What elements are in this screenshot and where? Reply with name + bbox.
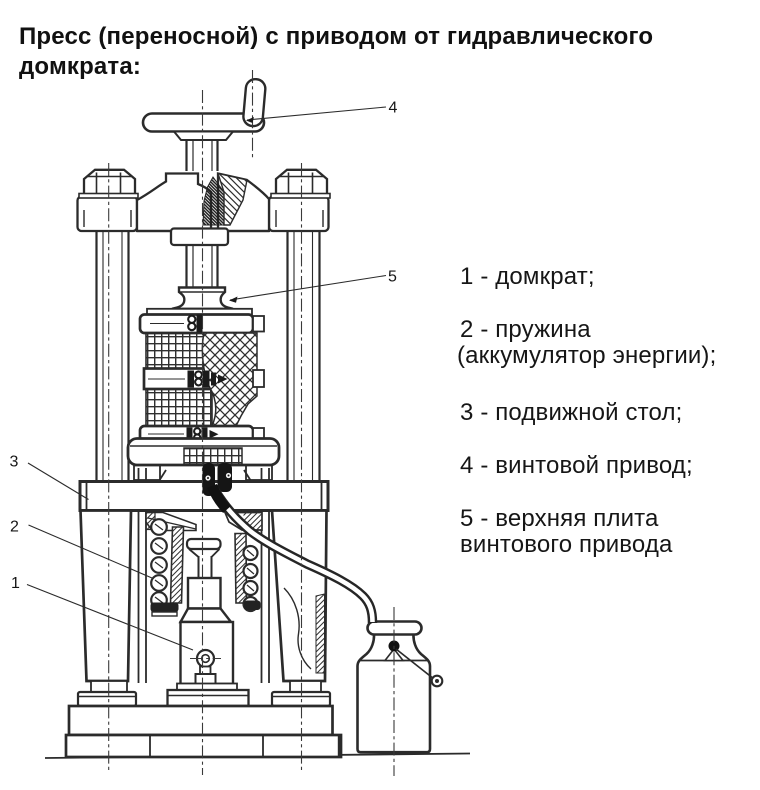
- svg-text:2: 2: [10, 519, 19, 536]
- svg-text:1: 1: [11, 575, 20, 592]
- svg-text:3: 3: [10, 454, 19, 471]
- svg-text:4: 4: [389, 100, 398, 117]
- svg-text:5: 5: [388, 269, 397, 286]
